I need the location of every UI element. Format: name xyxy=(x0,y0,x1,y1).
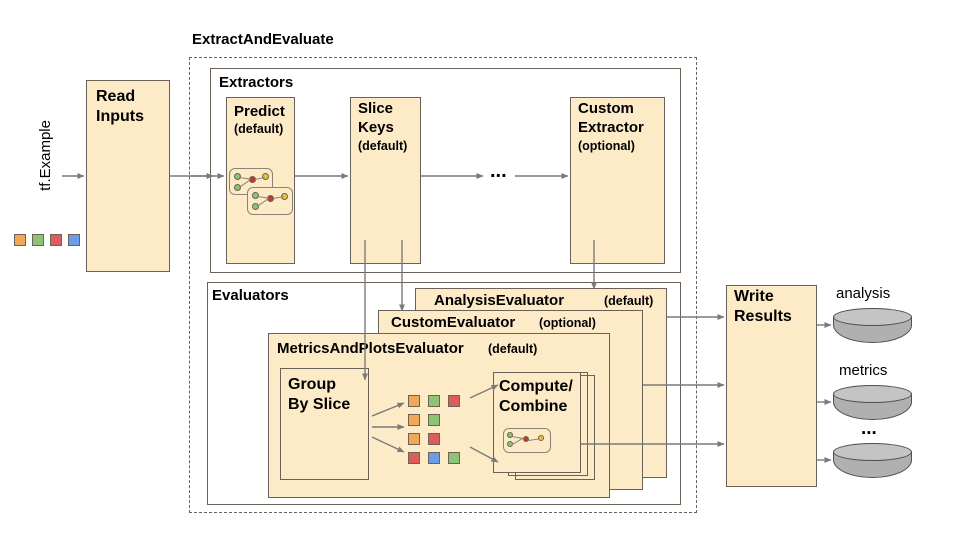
slice-chip-grid xyxy=(408,395,466,464)
extractors-ellipsis: ... xyxy=(490,160,507,182)
extractor-slice-keys-title-line1: Slice xyxy=(358,100,394,117)
cylinder-top xyxy=(833,385,912,403)
group-by-slice-label-line1: Group xyxy=(288,376,336,393)
slice-chip xyxy=(448,452,460,464)
analysis-evaluator-note: (default) xyxy=(604,294,654,308)
extract-and-evaluate-title: ExtractAndEvaluate xyxy=(192,31,334,48)
extractor-slice-keys-title-line2: Keys xyxy=(358,119,394,136)
write-results-label-line1: Write xyxy=(734,288,774,305)
custom-evaluator-note: (optional) xyxy=(539,316,596,330)
predict-graph-icon xyxy=(229,168,293,215)
output-label-analysis: analysis xyxy=(836,285,891,302)
input-chip-red xyxy=(50,234,62,246)
extractor-predict-note: (default) xyxy=(234,122,284,136)
slice-chip xyxy=(408,452,420,464)
group-by-slice-box[interactable] xyxy=(280,368,369,480)
slice-chip xyxy=(448,395,460,407)
output-store-other[interactable] xyxy=(833,443,912,487)
output-label-ellipsis: ... xyxy=(861,418,877,439)
extractor-predict-title: Predict xyxy=(234,103,285,120)
compute-combine-box[interactable] xyxy=(493,372,581,473)
evaluators-label: Evaluators xyxy=(212,287,289,304)
input-chip-green xyxy=(32,234,44,246)
extractor-slice-keys-box[interactable] xyxy=(350,97,421,264)
slice-chip xyxy=(408,433,420,445)
metrics-and-plots-evaluator-note: (default) xyxy=(488,342,538,356)
input-chip-blue xyxy=(68,234,80,246)
slice-chip xyxy=(428,414,440,426)
output-label-metrics: metrics xyxy=(839,362,888,379)
extractor-custom-note: (optional) xyxy=(578,139,635,153)
write-results-box[interactable] xyxy=(726,285,817,487)
output-store-analysis[interactable] xyxy=(833,308,912,352)
compute-combine-label-line1: Compute/ xyxy=(499,378,573,395)
compute-combine-graph-icon xyxy=(503,428,551,453)
input-chips xyxy=(14,234,80,246)
extractors-label: Extractors xyxy=(219,74,294,91)
read-inputs-box[interactable] xyxy=(86,80,170,272)
extractor-slice-keys-note: (default) xyxy=(358,139,408,153)
slice-chip xyxy=(408,395,420,407)
read-inputs-label-line2: Inputs xyxy=(96,108,144,125)
slice-chip xyxy=(428,452,440,464)
analysis-evaluator-title: AnalysisEvaluator xyxy=(434,292,565,309)
extractor-custom-title-line2: Extractor xyxy=(578,119,644,136)
group-by-slice-label-line2: By Slice xyxy=(288,396,351,413)
extractors-panel xyxy=(210,68,681,273)
extractor-custom-title-line1: Custom xyxy=(578,100,634,117)
custom-evaluator-title: CustomEvaluator xyxy=(391,314,516,331)
slice-chip xyxy=(408,414,420,426)
input-label: tf.Example xyxy=(37,120,54,191)
slice-chip xyxy=(428,395,440,407)
metrics-and-plots-evaluator-title: MetricsAndPlotsEvaluator xyxy=(277,340,464,357)
cylinder-top xyxy=(833,308,912,326)
evaluators-panel xyxy=(207,282,681,505)
slice-chip xyxy=(428,433,440,445)
extractor-custom-box[interactable] xyxy=(570,97,665,264)
write-results-label-line2: Results xyxy=(734,308,792,325)
output-store-metrics[interactable] xyxy=(833,385,912,429)
compute-combine-label-line2: Combine xyxy=(499,398,568,415)
cylinder-top xyxy=(833,443,912,461)
extract-and-evaluate-container xyxy=(189,57,697,513)
read-inputs-label-line1: Read xyxy=(96,88,136,105)
input-chip-orange xyxy=(14,234,26,246)
